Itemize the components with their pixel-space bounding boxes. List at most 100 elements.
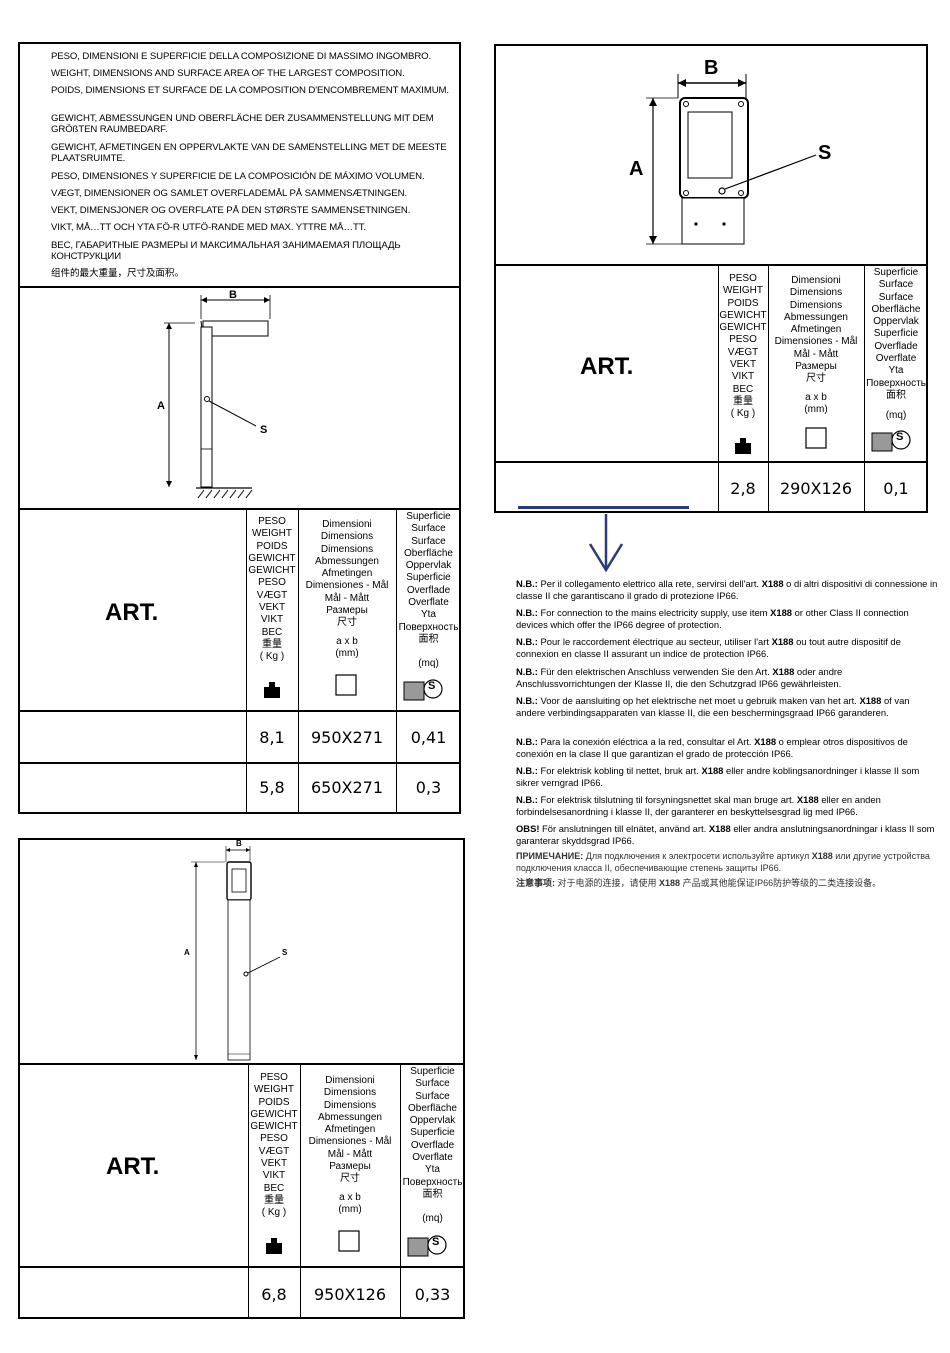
art-label: ART.	[580, 353, 634, 380]
hdr-sup-10: 面积	[422, 1188, 443, 1200]
hdr-peso-5: PESO	[260, 1133, 288, 1145]
hdr-dim-mm: (mm)	[335, 647, 359, 659]
hdr-sup-10: 面积	[886, 389, 906, 401]
hdr-peso-11: ( Kg )	[730, 408, 756, 420]
hdr-peso-3: GEWICHT	[719, 309, 767, 321]
surface-icon	[407, 1235, 447, 1257]
dim-label-b: B	[236, 839, 242, 848]
hdr-peso-9: ВЕС	[263, 1182, 285, 1194]
note-nl: N.B.: Voor de aansluiting op het elektri…	[516, 695, 910, 718]
down-arrow-icon	[588, 514, 624, 573]
col-header-dimensions: Dimensioni Dimensions Dimensions Abmessu…	[298, 519, 396, 660]
hdr-dim-3: Abmessungen	[315, 555, 379, 567]
hdr-dim-8: 尺寸	[806, 373, 826, 385]
t2-row1-surface: 0,33	[414, 1285, 451, 1304]
hdr-peso-2: POIDS	[256, 540, 288, 552]
hdr-peso-10: 重量	[733, 395, 753, 407]
header-lang-sv: VIKT, MÅ…TT OCH YTA FÖ-R UTFÖ-RANDE MED …	[51, 222, 366, 233]
col-header-surface: Superficie Surface Surface Oberfläche Op…	[864, 267, 928, 423]
surface-s-symbol: S	[432, 1236, 440, 1248]
hdr-dim-5: Dimensiones - Mål	[308, 1136, 392, 1148]
hdr-peso-1: WEIGHT	[723, 285, 763, 297]
hdr-dim-8: 尺寸	[340, 1173, 360, 1185]
hdr-sup-mq: (mq)	[885, 410, 907, 422]
dim-label-a: A	[184, 948, 190, 957]
header-lang-no: VEKT, DIMENSJONER OG OVERFLATE PÅ DEN ST…	[51, 205, 411, 216]
hdr-sup-7: Overflate	[408, 597, 449, 609]
t2-row1-dims: 950X126	[313, 1285, 387, 1304]
note-es: N.B.: Para la conexión eléctrica a la re…	[516, 736, 908, 759]
dim-label-a: A	[157, 400, 165, 412]
hdr-sup-10: 面积	[418, 633, 439, 645]
t2-row1-weight: 6,8	[261, 1285, 287, 1304]
hdr-dim-4: Afmetingen	[321, 568, 373, 580]
hdr-peso-7: VEKT	[729, 359, 757, 371]
weight-icon	[735, 438, 751, 454]
hdr-peso-6: VÆGT	[256, 589, 288, 601]
surface-icon	[403, 679, 443, 701]
hdr-peso-11: ( Kg )	[261, 1207, 287, 1219]
hdr-peso-4: GEWICHT	[248, 565, 296, 577]
header-lang-ru: ВЕС, ГАБАРИТНЫЕ РАЗМЕРЫ И МАКСИМАЛЬНАЯ З…	[51, 240, 401, 262]
hdr-peso-9: ВЕС	[732, 383, 754, 395]
hdr-peso-1: WEIGHT	[254, 1084, 294, 1096]
hdr-dim-6: Mål - Mått	[324, 592, 370, 604]
hdr-peso-11: ( Kg )	[259, 651, 285, 663]
surface-s-symbol: S	[428, 680, 436, 692]
panel-bollard-box: B A S ART. PESO WEIGHT POIDS GEWICHT GEW…	[18, 838, 465, 1319]
weight-icon	[266, 1238, 282, 1254]
hdr-dim-2: Dimensions	[320, 543, 374, 555]
hdr-peso-0: PESO	[260, 1072, 288, 1083]
hdr-dim-1: Dimensions	[323, 1087, 377, 1099]
note-no: N.B.: For elektrisk kobling til nettet, …	[516, 765, 920, 788]
hdr-sup-5: Superficie	[410, 1127, 455, 1139]
hdr-dim-1: Dimensions	[320, 531, 374, 543]
weight-icon	[264, 682, 280, 698]
header-lang-es: PESO, DIMENSIONES Y SUPERFICIE DE LA COM…	[51, 171, 425, 182]
hdr-sup-3: Oberfläche	[408, 1102, 457, 1114]
hdr-peso-7: VEKT	[260, 1158, 288, 1170]
hdr-dim-8: 尺寸	[337, 617, 357, 629]
hdr-dim-2: Dimensions	[789, 299, 843, 311]
hdr-peso-3: GEWICHT	[250, 1108, 298, 1120]
hdr-sup-1: Surface	[415, 1078, 450, 1090]
hdr-peso-6: VÆGT	[727, 346, 759, 358]
blue-divider-line	[518, 506, 689, 509]
note-it: N.B.: Per il collegamento elettrico alla…	[516, 578, 938, 601]
hdr-sup-6: Overflade	[874, 340, 918, 352]
note-de: N.B.: Für den elektrischen Anschluss ver…	[516, 666, 843, 689]
hdr-sup-2: Surface	[878, 291, 914, 303]
hdr-dim-5: Dimensiones - Mål	[305, 580, 389, 592]
col-header-weight: PESO WEIGHT POIDS GEWICHT GEWICHT PESO V…	[246, 516, 298, 664]
hdr-sup-0: Superficie	[406, 511, 451, 522]
hdr-sup-8: Yta	[424, 1164, 440, 1176]
dim-label-a: A	[629, 158, 644, 180]
dimensions-square-icon	[335, 674, 357, 696]
hdr-peso-9: ВЕС	[261, 626, 283, 638]
surface-s-symbol: S	[896, 431, 904, 443]
hdr-peso-5: PESO	[729, 334, 757, 346]
hdr-sup-1: Surface	[411, 523, 446, 535]
hdr-peso-7: VEKT	[258, 602, 286, 614]
header-lang-nl: GEWICHT, AFMETINGEN EN OPPERVLAKTE VAN D…	[51, 142, 447, 164]
hdr-dim-6: Mål - Mått	[793, 348, 839, 360]
hdr-sup-3: Oberfläche	[871, 303, 921, 315]
header-lang-it: PESO, DIMENSIONI E SUPERFICIE DELLA COMP…	[51, 51, 432, 62]
t1-row1-dims: 950X271	[310, 728, 384, 747]
note-zh: 注意事项: 对于电源的连接，请使用 X188 产品或其他能保证IP66防护等级的…	[516, 878, 882, 888]
t1-row2-dims: 650X271	[310, 778, 384, 797]
hdr-dim-mm: (mm)	[338, 1203, 362, 1215]
hdr-dim-6: Mål - Mått	[327, 1148, 373, 1160]
dim-label-b: B	[229, 289, 237, 301]
hdr-peso-10: 重量	[264, 1194, 284, 1206]
hdr-sup-7: Overflate	[412, 1152, 453, 1164]
hdr-sup-3: Oberfläche	[404, 547, 453, 559]
surface-label-s: S	[260, 424, 268, 436]
hdr-dim-4: Afmetingen	[324, 1124, 376, 1136]
col-header-surface: Superficie Surface Surface Oberfläche Op…	[400, 1066, 465, 1226]
bollard-arm-drawing	[164, 295, 271, 499]
t1-row1-weight: 8,1	[259, 728, 285, 747]
dimensions-square-icon	[338, 1230, 360, 1252]
t3-row1-weight: 2,8	[730, 479, 756, 498]
note-ru: ПРИМЕЧАНИЕ: Для подключения к электросет…	[516, 851, 930, 873]
